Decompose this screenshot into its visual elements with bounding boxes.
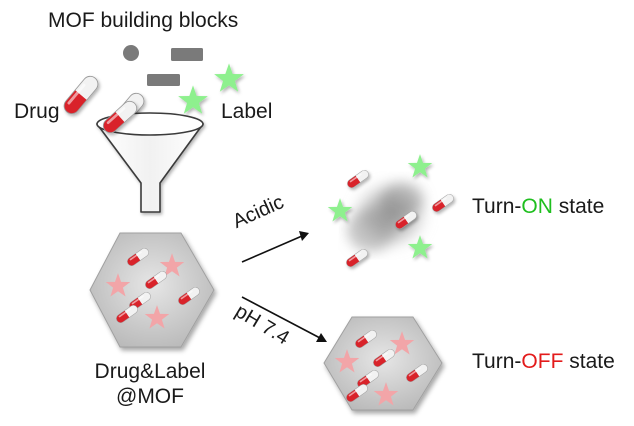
star-icon	[214, 63, 244, 92]
capsule-icon	[344, 247, 370, 269]
turn-on-suffix: state	[552, 195, 605, 218]
product-label: Drug&Label @MOF	[80, 360, 220, 410]
arrow-icon	[241, 296, 321, 339]
capsule-icon	[430, 192, 456, 214]
arrow-icon	[241, 235, 303, 263]
turn-on-keyword: ON	[521, 195, 553, 218]
turn-on-state	[327, 154, 456, 269]
block-rect-icon	[147, 74, 180, 86]
product-line-1: Drug&Label	[94, 360, 206, 383]
block-rect-icon	[171, 48, 203, 61]
turn-off-label: Turn-OFF state	[472, 351, 615, 372]
turn-off-suffix: state	[563, 350, 615, 373]
diagram-title: MOF building blocks	[48, 9, 239, 32]
cloud-icon	[347, 179, 430, 252]
turn-on-prefix: Turn-	[472, 195, 522, 218]
capsule-icon	[60, 72, 102, 118]
star-icon	[407, 154, 433, 178]
star-icon	[327, 198, 353, 222]
arrow-head	[299, 231, 309, 241]
arrow-head	[316, 333, 327, 342]
mof-hexagon	[89, 232, 215, 348]
block-circle-icon	[123, 45, 139, 61]
product-line-2: @MOF	[116, 384, 184, 408]
turn-off-prefix: Turn-	[472, 350, 522, 373]
turn-on-label: Turn-ON state	[472, 196, 604, 217]
label-label: Label	[221, 100, 273, 123]
drug-label: Drug	[14, 100, 60, 123]
arrows	[241, 231, 327, 342]
star-icon	[178, 85, 208, 114]
turn-off-state	[323, 316, 443, 411]
turn-off-keyword: OFF	[521, 350, 564, 373]
